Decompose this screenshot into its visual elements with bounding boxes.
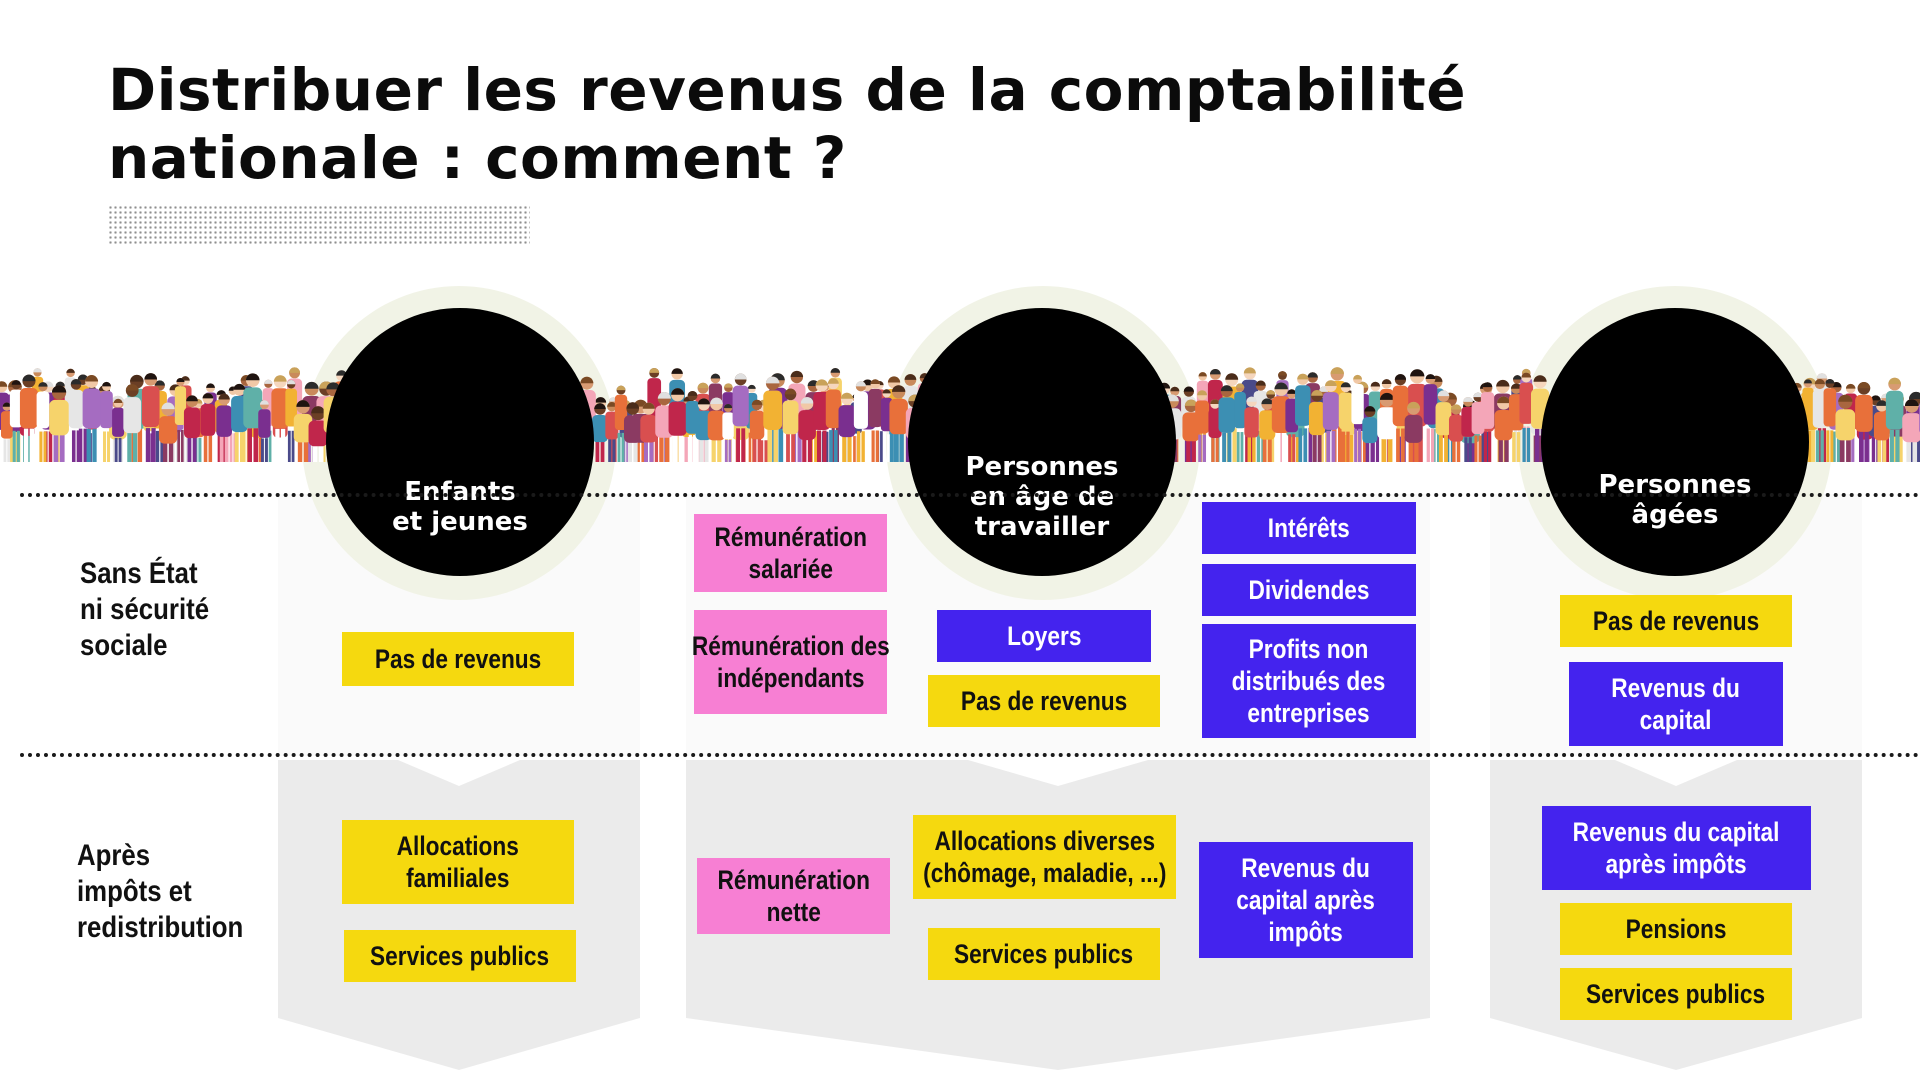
group-children: Enfants et jeunes (326, 308, 594, 576)
row-label-before: Sans État ni sécurité sociale (80, 557, 210, 662)
box-working-rents: Loyers (937, 610, 1151, 662)
dot-pattern-decoration (108, 205, 530, 245)
box-working-various-allowances: Allocations diverses(chômage, maladie, .… (913, 815, 1176, 899)
box-elderly-no-income: Pas de revenus (1560, 595, 1792, 647)
panel-working-bottom (686, 760, 1430, 1070)
group-working-line-1: Personnes (965, 452, 1119, 482)
title-line-1: Distribuer les revenus de la comptabilit… (108, 56, 1467, 124)
separator-middle (20, 753, 1920, 757)
group-children-line-2: et jeunes (392, 507, 528, 537)
box-working-public-services: Services publics (928, 928, 1160, 980)
group-working-line-2: en âge de (969, 482, 1115, 512)
box-working-no-income: Pas de revenus (928, 675, 1160, 727)
separator-top (20, 493, 1920, 497)
group-elderly-line-2: âgées (1631, 499, 1719, 530)
group-working-line-3: travailler (974, 512, 1110, 542)
group-children-line-1: Enfants (404, 477, 516, 507)
box-working-interest: Intérêts (1202, 502, 1416, 554)
title-line-2: nationale : comment ? (108, 124, 847, 192)
box-children-no-income: Pas de revenus (342, 632, 574, 686)
box-elderly-pensions: Pensions (1560, 903, 1792, 955)
group-working: Personnes en âge de travailler (908, 308, 1176, 576)
box-children-public-services: Services publics (344, 930, 576, 982)
row-label-after: Après impôts et redistribution (77, 839, 244, 944)
panel-children-bottom (278, 760, 640, 1070)
box-elderly-public-services: Services publics (1560, 968, 1792, 1020)
page-title: Distribuer les revenus de la comptabilit… (108, 56, 1508, 192)
group-elderly: Personnes âgées (1541, 308, 1809, 576)
box-working-dividends: Dividendes (1202, 564, 1416, 616)
